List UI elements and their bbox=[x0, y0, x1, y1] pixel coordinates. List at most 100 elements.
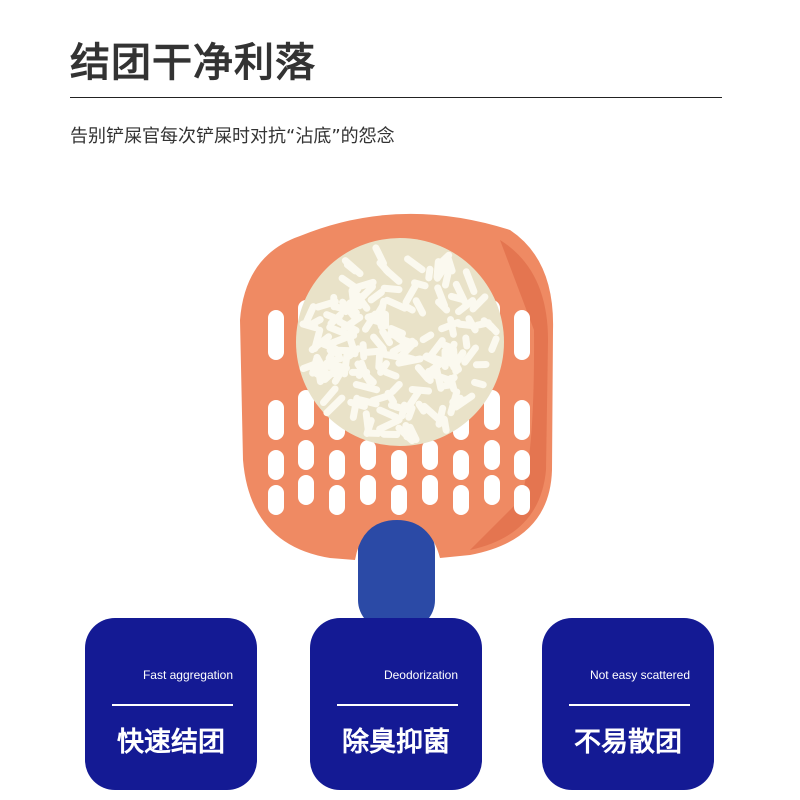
litter-granule bbox=[404, 255, 426, 274]
litter-granule bbox=[359, 341, 368, 361]
litter-granule bbox=[352, 291, 368, 304]
feature-en-label: Not easy scattered bbox=[589, 668, 690, 682]
litter-granule bbox=[376, 406, 400, 421]
litter-granule bbox=[382, 266, 403, 285]
litter-granule bbox=[402, 280, 420, 306]
scoop-slot bbox=[268, 400, 284, 440]
feature-divider bbox=[337, 704, 458, 706]
scoop-slot bbox=[453, 450, 469, 480]
scoop-slot bbox=[391, 450, 407, 480]
litter-granule bbox=[383, 296, 409, 312]
litter-granule bbox=[345, 345, 362, 360]
litter-granule bbox=[341, 313, 364, 332]
feature-en-label: Deodorization bbox=[383, 668, 458, 682]
litter-granule bbox=[425, 265, 434, 282]
litter-granule bbox=[321, 362, 348, 371]
litter-granule bbox=[311, 326, 324, 352]
scoop-slot bbox=[391, 485, 407, 515]
feature-card-not-easy-scattered: Not easy scattered 不易散团 bbox=[542, 618, 714, 790]
litter-granule bbox=[444, 374, 458, 388]
page-title: 结团干净利落 bbox=[70, 40, 316, 86]
litter-granule bbox=[392, 403, 410, 413]
litter-granule bbox=[387, 329, 408, 347]
litter-granule bbox=[382, 368, 400, 380]
litter-granule bbox=[406, 423, 420, 444]
litter-granule bbox=[454, 297, 477, 316]
litter-granule bbox=[488, 335, 500, 354]
scoop-slot bbox=[514, 485, 530, 515]
litter-granule bbox=[364, 347, 388, 356]
scoop-slot bbox=[484, 440, 500, 470]
scoop-slot bbox=[422, 475, 438, 505]
scoop-handle bbox=[358, 520, 435, 630]
litter-granule bbox=[471, 378, 487, 389]
litter-granule bbox=[352, 381, 381, 394]
scoop-slot bbox=[329, 450, 345, 480]
scoop-slot bbox=[453, 485, 469, 515]
litter-granule bbox=[395, 424, 416, 445]
litter-ball bbox=[296, 238, 504, 446]
litter-granule bbox=[437, 340, 457, 352]
litter-granule bbox=[323, 394, 346, 417]
litter-granule bbox=[327, 311, 344, 328]
litter-granule bbox=[461, 344, 479, 366]
litter-granule bbox=[440, 415, 450, 434]
scoop-slot bbox=[298, 475, 314, 505]
feature-divider bbox=[569, 704, 690, 706]
litter-granule bbox=[447, 388, 461, 417]
litter-granule bbox=[379, 328, 394, 347]
feature-card-fast-aggregation: Fast aggregation 快速结团 bbox=[85, 618, 257, 790]
litter-granule bbox=[311, 361, 321, 378]
litter-granule bbox=[486, 321, 500, 336]
litter-granule bbox=[314, 298, 339, 311]
litter-granule bbox=[420, 402, 442, 423]
litter-granule bbox=[299, 320, 319, 332]
feature-divider bbox=[112, 704, 233, 706]
feature-en-label: Fast aggregation bbox=[142, 668, 233, 682]
litter-granule bbox=[404, 389, 422, 412]
litter-granule bbox=[321, 369, 336, 383]
litter-granule bbox=[356, 396, 380, 408]
litter-granule bbox=[452, 280, 468, 305]
feature-zh-label: 除臭抑菌 bbox=[342, 727, 450, 758]
scoop-slot bbox=[268, 450, 284, 480]
litter-granule bbox=[462, 268, 478, 296]
litter-granule bbox=[405, 404, 416, 421]
litter-granule bbox=[438, 318, 462, 333]
litter-granule bbox=[369, 391, 394, 405]
litter-granule bbox=[326, 323, 353, 339]
litter-granule bbox=[319, 385, 339, 407]
litter-granule bbox=[362, 371, 377, 386]
scoop-slot bbox=[329, 485, 345, 515]
litter-granule bbox=[444, 253, 456, 275]
litter-granule bbox=[401, 353, 417, 363]
litter-granule bbox=[367, 288, 385, 304]
litter-granule bbox=[325, 346, 338, 362]
litter-granule bbox=[389, 380, 403, 396]
title-divider bbox=[70, 97, 722, 98]
litter-granule bbox=[435, 404, 447, 428]
feature-zh-label: 快速结团 bbox=[117, 727, 225, 758]
litter-granule bbox=[343, 261, 359, 275]
litter-granule bbox=[432, 364, 445, 392]
litter-granule bbox=[419, 331, 435, 344]
litter-granule bbox=[423, 352, 446, 365]
litter-granule bbox=[362, 410, 372, 433]
litter-granule bbox=[433, 261, 450, 282]
litter-granule bbox=[338, 274, 362, 293]
litter-granule bbox=[323, 356, 340, 367]
scoop-slot bbox=[514, 450, 530, 480]
scoop-slot bbox=[422, 440, 438, 470]
scoop-slot bbox=[360, 475, 376, 505]
litter-granule bbox=[372, 244, 387, 267]
scoop-slot bbox=[268, 485, 284, 515]
litter-granule bbox=[469, 293, 489, 313]
litter-granule bbox=[349, 394, 361, 421]
scoop-slot bbox=[268, 310, 284, 360]
litter-granule bbox=[465, 315, 479, 334]
litter-granule bbox=[376, 416, 403, 433]
litter-granule bbox=[364, 309, 387, 321]
litter-granule bbox=[380, 284, 403, 294]
scoop-slot bbox=[298, 390, 314, 430]
